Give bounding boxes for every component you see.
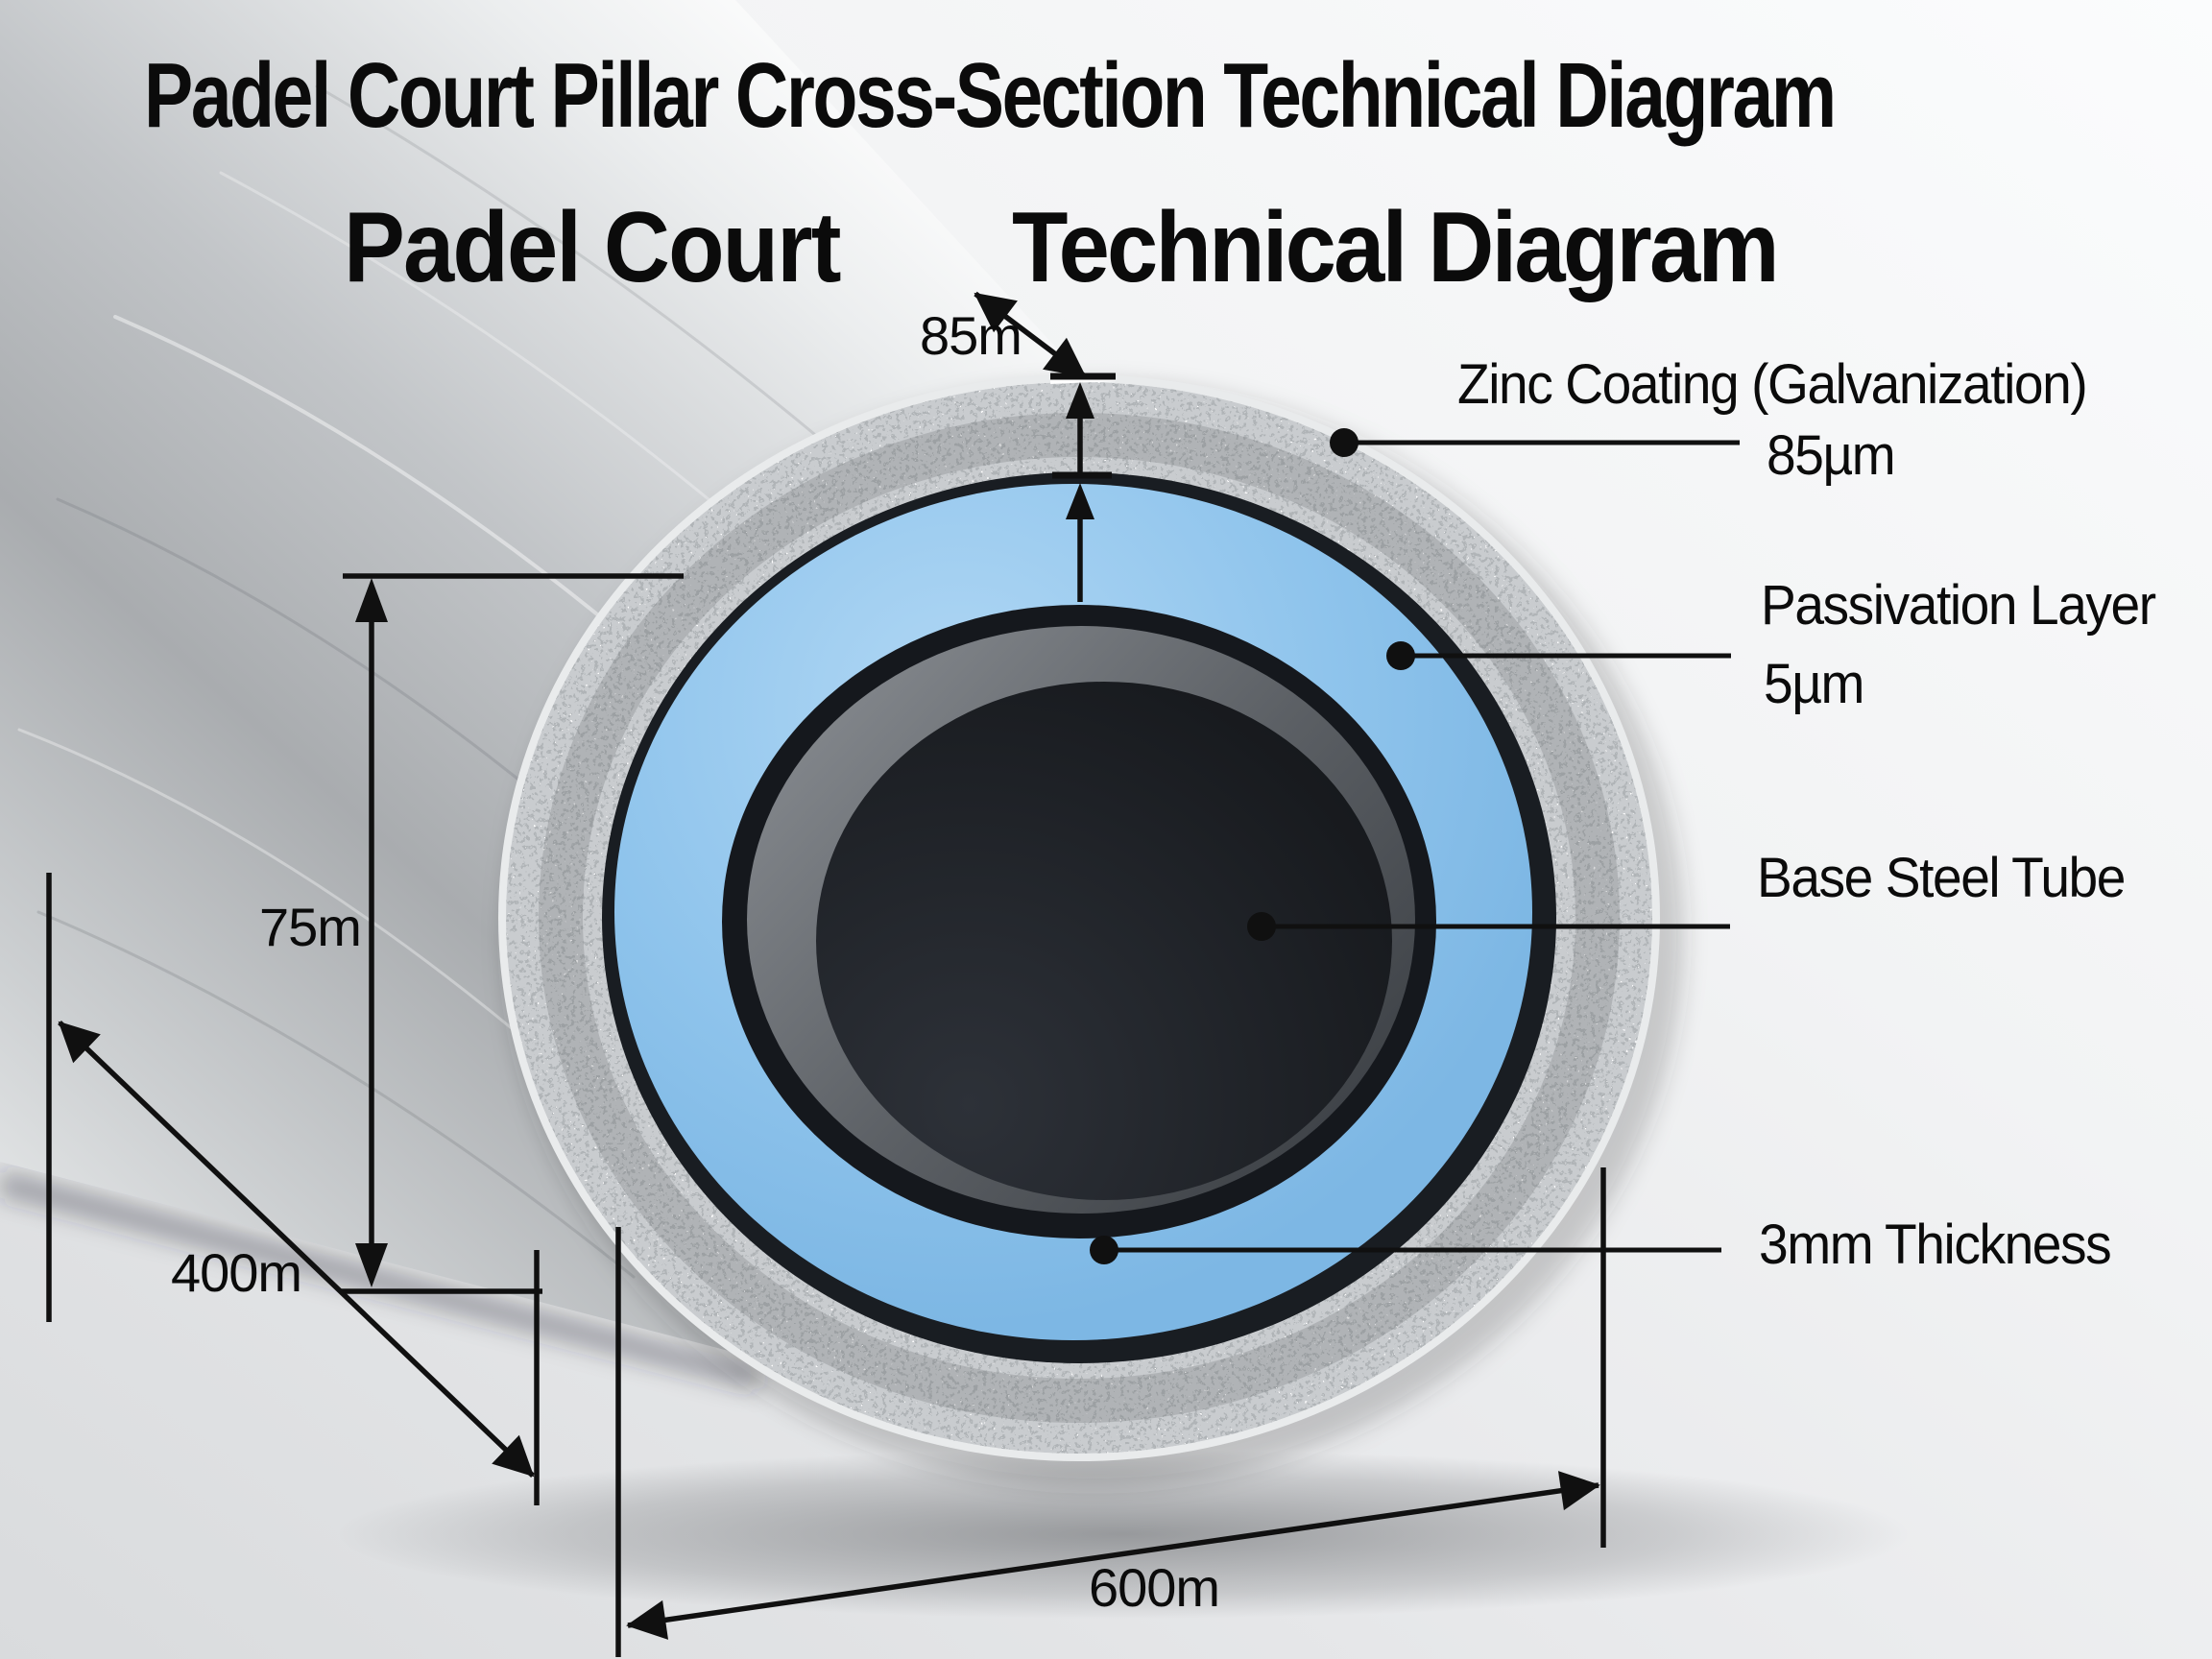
annotations bbox=[46, 291, 1740, 1657]
dim-75m-up-arrowhead bbox=[355, 578, 388, 622]
zinc-thickness-arrowhead bbox=[1066, 382, 1094, 419]
dim-600m-arrow bbox=[626, 1471, 1600, 1640]
passivation-thickness-arrowhead bbox=[1066, 483, 1094, 519]
dim-400m-value: 400m bbox=[171, 1242, 302, 1303]
main-title: Padel Court Pillar Cross-Section Technic… bbox=[144, 44, 1837, 147]
wall-thickness-label: 3mm Thickness bbox=[1759, 1214, 2112, 1276]
passivation-label: Passivation Layer bbox=[1761, 574, 2156, 637]
dim-85m-value: 85m bbox=[920, 305, 1022, 366]
dim-85m-arrow bbox=[974, 291, 1087, 379]
zinc-coating-label: Zinc Coating (Galvanization) bbox=[1457, 353, 2088, 416]
zinc-coating-value: 85µm bbox=[1767, 424, 1896, 487]
passivation-value: 5µm bbox=[1764, 653, 1864, 715]
base-steel-label: Base Steel Tube bbox=[1757, 847, 2126, 909]
leader-lines bbox=[1090, 428, 1740, 1264]
bore-core bbox=[816, 682, 1392, 1200]
subtitle-right: Technical Diagram bbox=[1012, 192, 1780, 303]
dim-600m-value: 600m bbox=[1089, 1557, 1220, 1618]
dim-75m-value: 75m bbox=[259, 897, 362, 957]
subtitle-left: Padel Court bbox=[344, 192, 842, 303]
dim-400m-arrow bbox=[58, 1021, 535, 1478]
